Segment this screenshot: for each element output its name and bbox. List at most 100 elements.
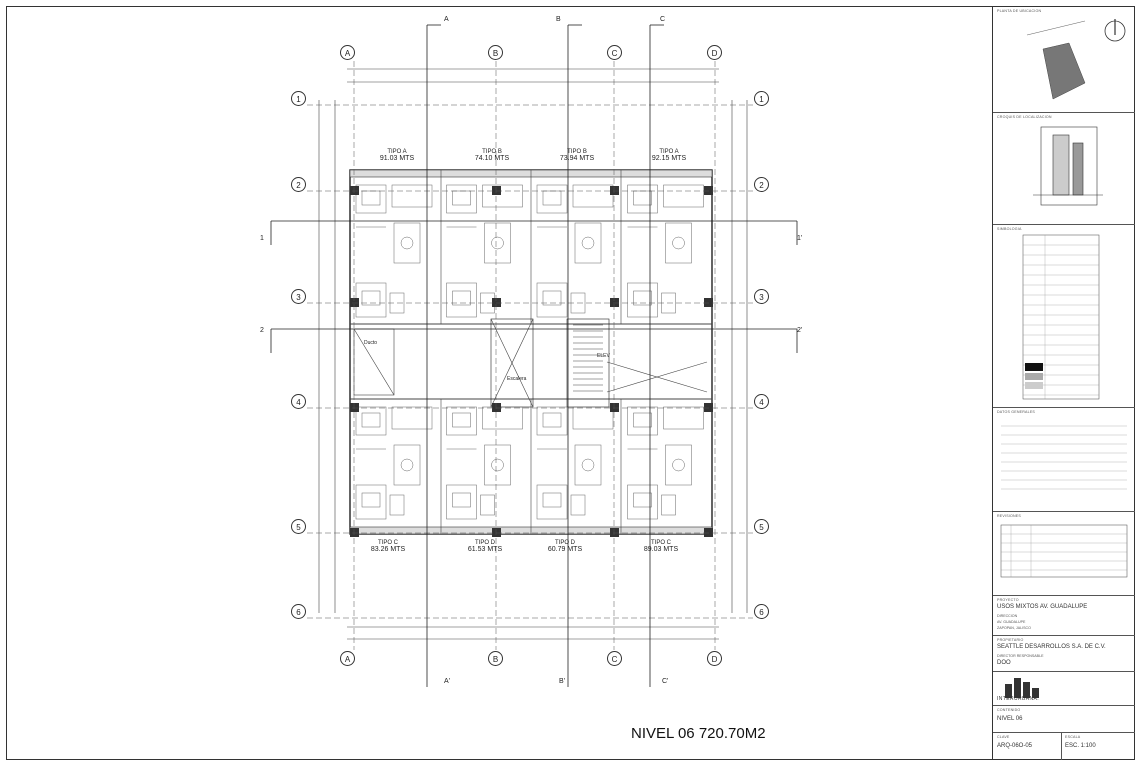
section-label-b: B [556, 16, 561, 23]
data-section: DATOS GENERALES [993, 407, 1135, 511]
bed [633, 290, 652, 306]
grid-bubble-1-right: 1 [754, 91, 769, 106]
grid-bubble-d-top: D [707, 45, 722, 60]
unit-type: TIPO C [650, 540, 671, 546]
grid-bubble-c-bottom: C [607, 651, 622, 666]
room [393, 222, 421, 264]
bed [452, 412, 471, 428]
room [627, 184, 658, 214]
section-label-c: C [660, 16, 666, 23]
unit-label-bottom-2: TIPO D 61.53 MTS [463, 540, 507, 553]
unit-area: 73.94 MTS [559, 155, 595, 162]
room [627, 406, 658, 436]
room [572, 406, 614, 430]
grid-bubble-6-left: 6 [291, 604, 306, 619]
room [627, 484, 658, 520]
unit-area: 91.03 MTS [379, 155, 415, 162]
room [391, 406, 433, 430]
unit-type: TIPO A [387, 149, 407, 155]
unit-label-bottom-3: TIPO D 60.79 MTS [543, 540, 587, 553]
drawing-sheet: A B C A' B' C' 1 2 1' 2' A B C D A B C D… [6, 6, 1135, 760]
bed [633, 492, 652, 508]
unit-label-bottom-1: TIPO C 83.26 MTS [366, 540, 410, 553]
dining-table [400, 458, 414, 472]
structural-column [704, 528, 713, 537]
unit-type: TIPO D [474, 540, 495, 546]
data-table [1001, 425, 1127, 490]
floor-plan-svg [270, 24, 798, 687]
room [536, 282, 568, 318]
bed [361, 412, 381, 428]
unit-type: TIPO B [567, 149, 587, 155]
revisions-table [1000, 524, 1128, 578]
bathroom [661, 494, 676, 516]
scale-header: ESCALA [1065, 735, 1081, 739]
structural-column [704, 403, 713, 412]
project-name: USOS MIXTOS AV. GUADALUPE [997, 604, 1088, 610]
dro-header: DIRECTOR RESPONSABLE [997, 654, 1044, 658]
room [574, 444, 602, 486]
grid-bubble-5-right: 5 [754, 519, 769, 534]
data-header: DATOS GENERALES [997, 410, 1036, 414]
grid-bubble-c-top: C [607, 45, 622, 60]
structural-column [350, 298, 359, 307]
bed [542, 290, 562, 306]
structural-column [610, 186, 619, 195]
structural-column [350, 403, 359, 412]
section-label-a: A [444, 16, 449, 23]
room [446, 184, 477, 214]
grid-bubble-a-bottom: A [340, 651, 355, 666]
room [446, 282, 477, 318]
structural-column [610, 403, 619, 412]
bed [361, 492, 381, 508]
content-header: CONTENIDO [997, 708, 1021, 712]
grid-bubble-b-bottom: B [488, 651, 503, 666]
address-line-2: ZAPOPAN, JALISCO [997, 626, 1031, 630]
room [484, 444, 511, 486]
bed [452, 492, 471, 508]
grid-bubble-2-left: 2 [291, 177, 306, 192]
structural-column [350, 528, 359, 537]
bed [633, 190, 652, 206]
unit-area: 61.53 MTS [467, 546, 503, 553]
project-section: PROYECTO USOS MIXTOS AV. GUADALUPE DIREC… [993, 595, 1135, 635]
dining-table [400, 236, 414, 250]
firm-name: INTERURBANA. [997, 696, 1040, 702]
section-label-2-prime: 2' [797, 327, 803, 334]
sheet-code: ARQ-06O-05 [997, 743, 1033, 749]
section-label-2: 2 [260, 327, 264, 334]
sheet-code-header: CLAVE [997, 735, 1010, 739]
unit-area: 74.10 MTS [474, 155, 510, 162]
structural-column [350, 186, 359, 195]
room [393, 444, 421, 486]
room [536, 184, 568, 214]
structural-column [610, 298, 619, 307]
content-section: CONTENIDO NIVEL 06 [993, 705, 1135, 732]
dining-table [491, 458, 504, 472]
owner-header: PROPIETARIO [997, 638, 1024, 642]
dining-table [581, 458, 595, 472]
unit-type: TIPO A [659, 149, 679, 155]
key-plan-header: CROQUIS DE LOCALIZACION [997, 115, 1052, 119]
address-header: DIRECCION [997, 614, 1018, 618]
room [446, 406, 477, 436]
grid-bubble-b-top: B [488, 45, 503, 60]
structural-column [492, 186, 501, 195]
unit-area: 92.15 MTS [651, 155, 687, 162]
room [355, 184, 387, 214]
structural-column [704, 298, 713, 307]
structural-column [704, 186, 713, 195]
location-sketch [1026, 19, 1126, 100]
room [572, 184, 614, 208]
legend-section: SIMBOLOGIA [993, 224, 1135, 407]
unit-label-top-2: TIPO B 74.10 MTS [470, 149, 514, 162]
bed [633, 412, 652, 428]
sheet-section: CLAVE ARQ-06O-05 ESCALA ESC. 1:100 [993, 732, 1135, 760]
grid-bubble-d-bottom: D [707, 651, 722, 666]
room [574, 222, 602, 264]
room [482, 184, 523, 208]
grid-bubble-6-right: 6 [754, 604, 769, 619]
bed [361, 190, 381, 206]
bed [542, 412, 562, 428]
structural-column [610, 528, 619, 537]
